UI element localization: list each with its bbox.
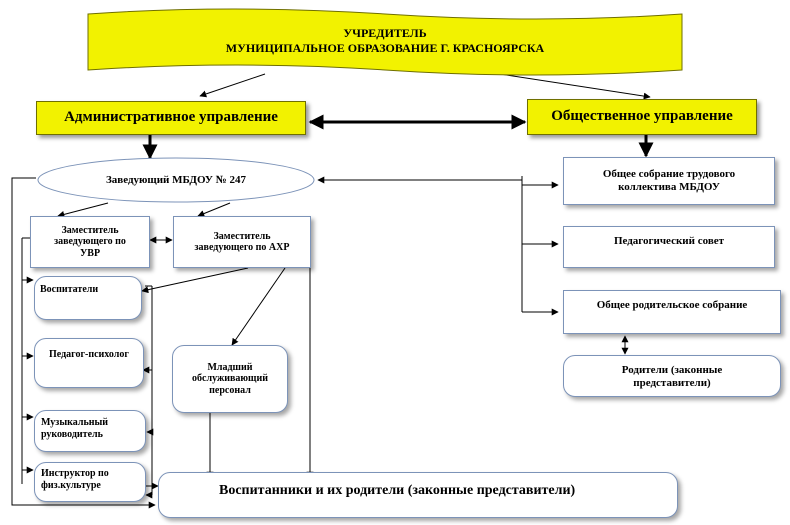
deputy-ahr-label: Заместитель заведующего по АХР bbox=[194, 230, 290, 254]
founder-title: УЧРЕДИТЕЛЬ bbox=[343, 26, 426, 40]
parents-box: Родители (законные представители) bbox=[563, 355, 781, 397]
admin-management-label: Административное управление bbox=[64, 109, 278, 126]
arrow-founder-admin bbox=[199, 73, 266, 98]
arrow-head-uvr bbox=[57, 202, 109, 218]
educators-label: Воспитатели bbox=[40, 284, 99, 295]
founder-banner: УЧРЕДИТЕЛЬ МУНИЦИПАЛЬНОЕ ОБРАЗОВАНИЕ Г. … bbox=[87, 8, 683, 76]
general-meeting-label: Общее собрание трудового коллектива МБДО… bbox=[602, 168, 736, 193]
educators-box: Воспитатели bbox=[34, 276, 142, 320]
left-frame bbox=[11, 177, 156, 509]
parents-meeting-label: Общее родительское собрание bbox=[596, 299, 748, 311]
admin-management-box: Административное управление bbox=[36, 101, 306, 135]
founder-subtitle: МУНИЦИПАЛЬНОЕ ОБРАЗОВАНИЕ Г. КРАСНОЯРСКА bbox=[226, 41, 545, 55]
pe-instructor-box: Инструктор по физ.культуре bbox=[34, 462, 146, 502]
public-management-label: Общественное управление bbox=[551, 108, 733, 125]
arrow-ahr-junior bbox=[231, 267, 286, 346]
arrow-ahr-educators bbox=[141, 267, 249, 294]
pe-instructor-label: Инструктор по физ.культуре bbox=[41, 468, 109, 491]
general-meeting-box: Общее собрание трудового коллектива МБДО… bbox=[563, 157, 775, 205]
arrow-founder-public bbox=[499, 73, 651, 100]
arrow-head-ahr bbox=[197, 202, 231, 217]
deputy-uvr-label: Заместитель заведующего по УВР bbox=[54, 224, 126, 259]
pedagogical-council-label: Педагогический совет bbox=[613, 235, 725, 247]
head-label: Заведующий МБДОУ № 247 bbox=[106, 174, 247, 186]
junior-staff-label: Младший обслуживающий персонал bbox=[192, 361, 268, 396]
head-ellipse: Заведующий МБДОУ № 247 bbox=[37, 157, 315, 203]
deputy-uvr-box: Заместитель заведующего по УВР bbox=[30, 216, 150, 268]
music-director-box: Музыкальный руководитель bbox=[34, 410, 146, 452]
pedagogical-council-box: Педагогический совет bbox=[563, 226, 775, 268]
music-director-label: Музыкальный руководитель bbox=[41, 417, 109, 440]
deputy-ahr-box: Заместитель заведующего по АХР bbox=[173, 216, 311, 268]
parents-meeting-box: Общее родительское собрание bbox=[563, 290, 781, 334]
junior-staff-box: Младший обслуживающий персонал bbox=[172, 345, 288, 413]
parents-label: Родители (законные представители) bbox=[621, 364, 723, 389]
psychologist-label: Педагог-психолог bbox=[49, 349, 129, 360]
public-management-box: Общественное управление bbox=[527, 99, 757, 135]
pupils-parents-label: Воспитанники и их родители (законные пре… bbox=[219, 483, 576, 498]
pupils-parents-box: Воспитанники и их родители (законные пре… bbox=[158, 472, 678, 518]
psychologist-box: Педагог-психолог bbox=[34, 338, 144, 388]
